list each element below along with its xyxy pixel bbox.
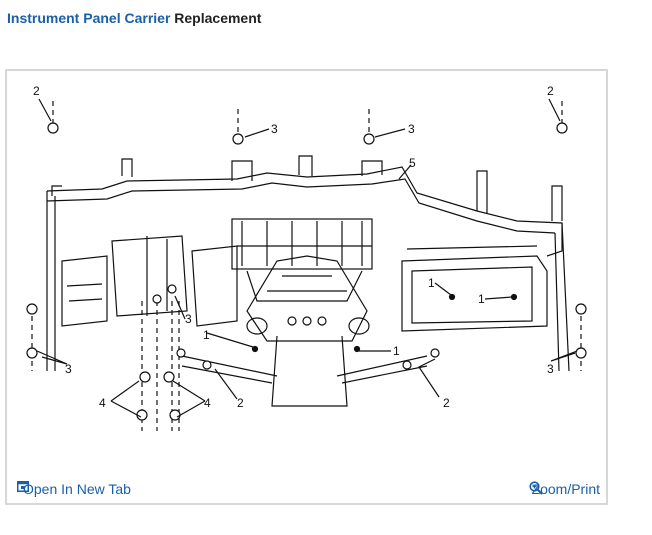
svg-text:2: 2 [33,84,40,98]
page-title: Instrument Panel Carrier Replacement [7,10,261,26]
svg-text:1: 1 [393,344,400,358]
svg-text:3: 3 [271,122,278,136]
svg-text:3: 3 [547,362,554,376]
svg-text:4: 4 [204,396,211,410]
open-in-new-tab-label: Open In New Tab [23,481,131,497]
svg-text:2: 2 [443,396,450,410]
zoom-print-link[interactable]: Zoom/Print [528,481,600,497]
title-link[interactable]: Instrument Panel Carrier [7,10,171,26]
svg-text:3: 3 [185,312,192,326]
svg-text:3: 3 [408,122,415,136]
open-in-new-tab-link[interactable]: Open In New Tab [17,481,131,497]
svg-text:1: 1 [203,328,210,342]
diagram-frame: 2 2 3 3 5 3 3 3 4 4 2 2 1 1 1 1 Open In New Tab [5,69,608,505]
svg-text:1: 1 [428,276,435,290]
svg-text:3: 3 [65,362,72,376]
zoom-print-label: Zoom/Print [531,481,600,497]
instrument-panel-carrier-diagram[interactable]: 2 2 3 3 5 3 3 3 4 4 2 2 1 1 1 1 [7,71,606,475]
svg-text:2: 2 [237,396,244,410]
svg-text:2: 2 [547,84,554,98]
svg-text:4: 4 [99,396,106,410]
svg-text:1: 1 [478,292,485,306]
diagram-footer: Open In New Tab Zoom/Print [7,475,606,503]
title-suffix: Replacement [174,10,262,26]
svg-text:5: 5 [409,156,416,170]
